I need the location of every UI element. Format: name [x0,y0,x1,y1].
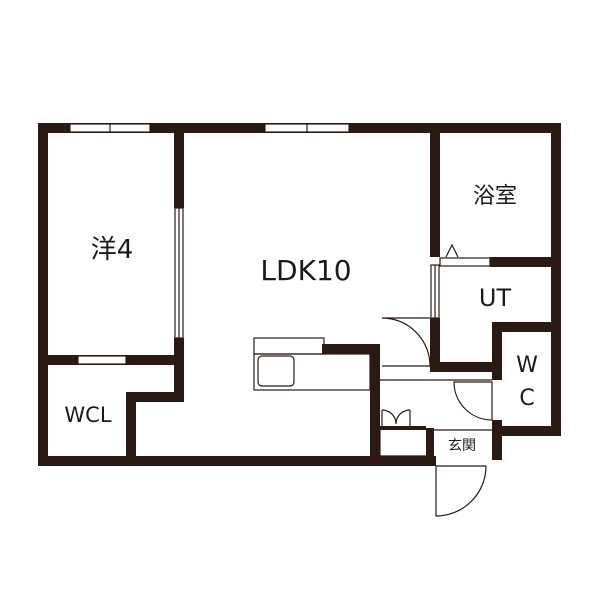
room-label-utility: UT [479,284,512,312]
wall-western-right-lower [174,338,184,400]
kitchen-counter [253,353,371,391]
kitchen-counter-top [253,337,325,355]
wall-wcl-right [126,392,136,456]
wall-ut-left [430,318,440,368]
wall-bottom [38,456,436,466]
wall-wc-left-upper [492,322,502,380]
wall-bottom-right [492,426,561,436]
windows [69,123,491,365]
wall-bath-bottom [490,257,561,267]
sink-icon [257,355,295,387]
door-entrance-swing [435,465,487,517]
room-label-wc-bottom: C [519,386,534,411]
wall-kitchen-right [370,344,380,456]
doors [381,243,493,517]
entrance-area [379,379,492,457]
wall-kitchen-top [322,344,380,354]
wall-right [551,123,561,436]
wall-bath-left [430,133,440,257]
kitchen [253,337,371,391]
wall-left [38,123,48,466]
room-label-bath: 浴室 [473,184,517,209]
door-wc-swing [453,381,493,421]
room-label-wc-top: W [516,353,538,378]
wall-wcl-top [126,392,184,402]
door-shoe-cabinet [381,409,411,425]
window-western-bottom [77,355,127,365]
room-label-ldk: LDK10 [260,254,351,287]
door-ut-swing [381,317,431,367]
wall-entrance-left [426,428,434,466]
room-label-entrance: 玄関 [448,437,476,454]
room-label-western: 洋4 [91,235,134,265]
wall-wc-top [492,322,561,332]
wall-ut-bottom [430,362,500,372]
wall-wc-left-lower [492,420,502,460]
wall-shoe-top [380,426,426,430]
window-bath-bottom [439,257,491,267]
room-label-wcl: WCL [64,403,111,427]
door-bath-marker [445,243,459,258]
wall-western-right-upper [174,133,184,208]
